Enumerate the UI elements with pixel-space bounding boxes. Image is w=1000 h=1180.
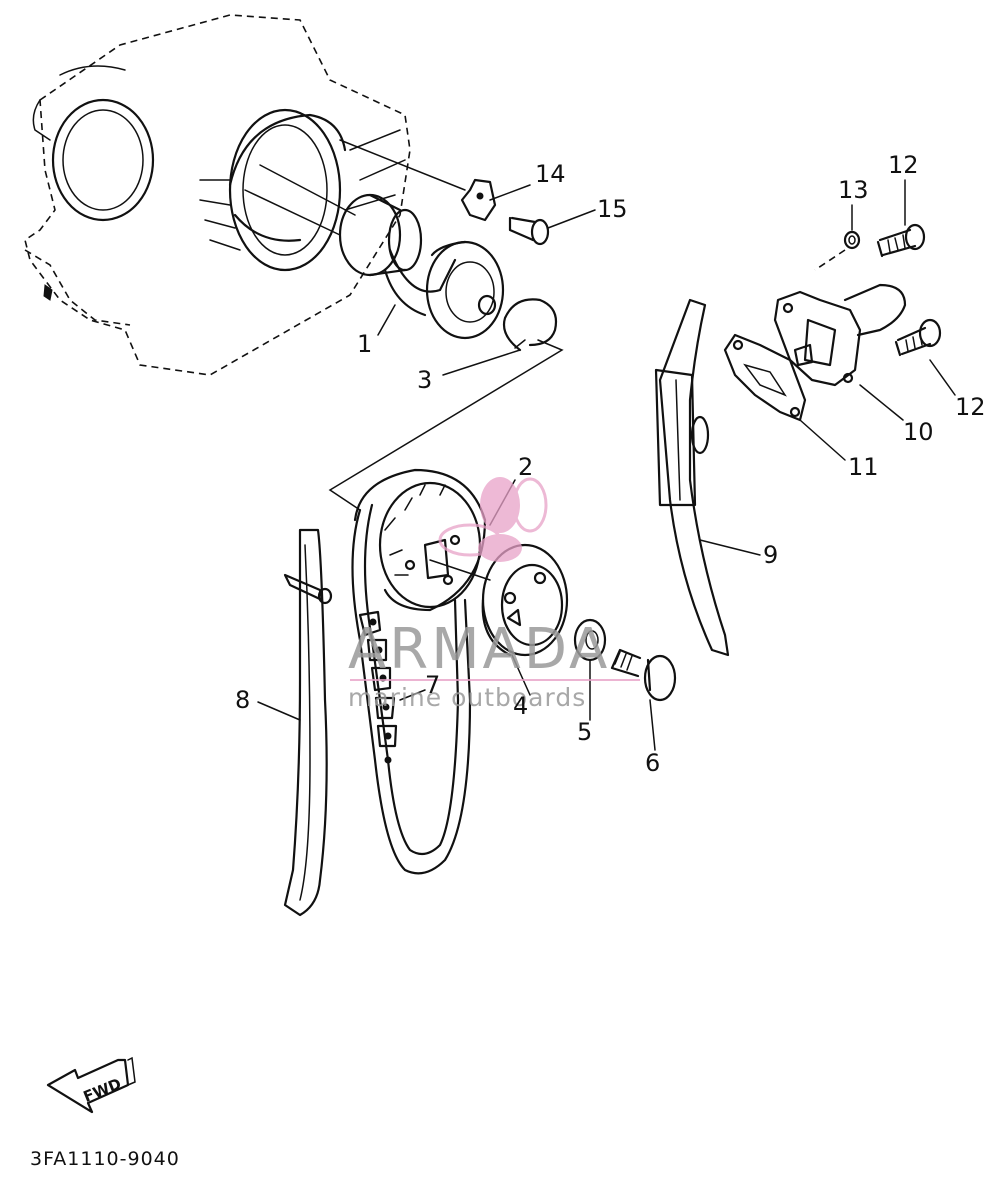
watermark: ARMADA marine outboards xyxy=(348,477,640,712)
chain-tensioner xyxy=(773,283,907,387)
tensioner-bolt-upper xyxy=(876,223,926,258)
tensioner-gasket xyxy=(723,333,807,422)
callout-10: 10 xyxy=(903,418,934,446)
watermark-logo-petal xyxy=(480,477,520,533)
guide-lines xyxy=(244,139,564,581)
callouts: 1 2 3 4 5 6 7 8 9 10 11 12 12 13 14 15 xyxy=(235,151,986,777)
watermark-brand: ARMADA xyxy=(348,617,610,682)
callout-2: 2 xyxy=(518,453,533,481)
callout-8: 8 xyxy=(235,686,250,714)
tensioner-bolt-lower xyxy=(894,318,942,357)
callout-15: 15 xyxy=(597,195,628,223)
callout-12-lower: 12 xyxy=(955,393,986,421)
bolt-6 xyxy=(610,648,677,702)
callout-12-upper: 12 xyxy=(888,151,919,179)
camshaft xyxy=(338,193,505,340)
fwd-label: FWD xyxy=(81,1075,124,1106)
cam-sprocket xyxy=(353,468,487,612)
cylinder-head-outline xyxy=(24,14,411,376)
bolt-15 xyxy=(508,216,550,246)
callout-7: 7 xyxy=(425,671,440,699)
callout-14: 14 xyxy=(535,160,566,188)
callout-13: 13 xyxy=(838,176,869,204)
sprocket-hub xyxy=(481,543,569,657)
cam-chain xyxy=(351,503,472,875)
callout-6: 6 xyxy=(645,749,660,777)
drawing-code: 3FA1110-9040 xyxy=(30,1148,180,1170)
chain-guide-front xyxy=(283,528,333,917)
forward-direction-arrow: FWD xyxy=(46,1056,136,1114)
callout-9: 9 xyxy=(763,541,778,569)
callout-5: 5 xyxy=(577,718,592,746)
callout-1: 1 xyxy=(357,330,372,358)
tensioner-washer xyxy=(843,230,861,250)
circlip xyxy=(502,298,558,352)
callout-11: 11 xyxy=(848,453,879,481)
callout-4: 4 xyxy=(513,692,528,720)
chain-guide-rear xyxy=(654,298,730,657)
callout-3: 3 xyxy=(417,366,432,394)
leader-lines xyxy=(257,179,956,751)
bracket xyxy=(460,178,497,222)
watermark-tagline: marine outboards xyxy=(348,683,586,712)
watermark-logo-mark xyxy=(438,477,548,562)
